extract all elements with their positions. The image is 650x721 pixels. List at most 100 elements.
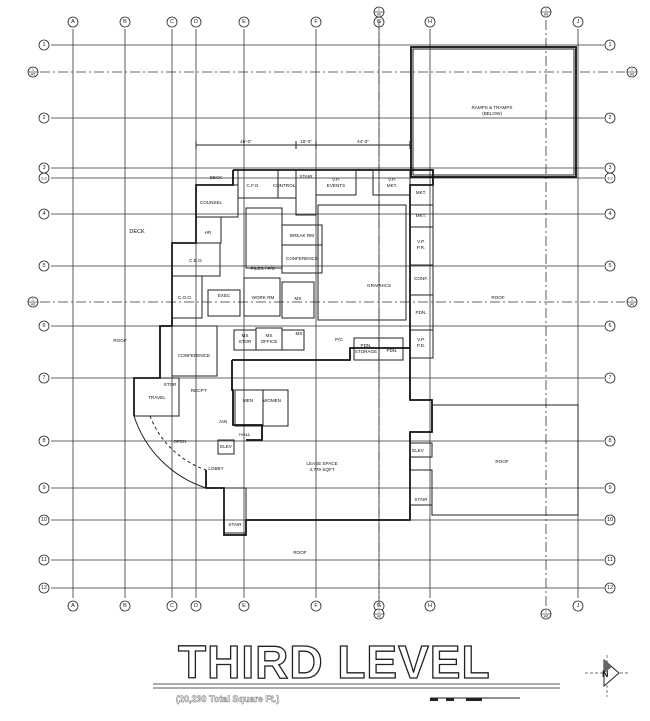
room-pc: P/C [335, 337, 343, 342]
grid-bubble-12 [604, 582, 616, 594]
grid-bubble-5 [38, 260, 50, 272]
room-ms-office-2: OFFICE [261, 339, 278, 344]
grid-label-D: D [194, 603, 198, 609]
room-vp-mkt: V.P. [388, 177, 396, 182]
grid-label-7: 7 [608, 375, 611, 381]
grid-label-12: 12 [41, 585, 47, 591]
room-vp-pr-2: P.R. [417, 245, 425, 250]
room-ms-office: MS [266, 333, 273, 338]
room-vp-pd-2: P.D. [417, 343, 425, 348]
grid-bubble-B [119, 600, 131, 612]
grid-bubble-H [424, 600, 436, 612]
grid-label-C: C [170, 603, 174, 609]
grid-label-8: 8 [608, 438, 611, 444]
grid-bubble-A [67, 16, 79, 28]
building-walls [133, 169, 579, 536]
grid-bubble-8 [604, 435, 616, 447]
grid-label-10: 10 [41, 517, 47, 523]
section-number: 1 [32, 298, 34, 302]
room-reception: RECP'T [191, 388, 208, 393]
grid-bubble-2 [38, 112, 50, 124]
grid-bubble-11 [38, 554, 50, 566]
room-open: OPEN [173, 439, 186, 444]
drawing-subtitle: (20,230 Total Square Ft.) [176, 694, 279, 704]
grid-bubble-E [238, 16, 250, 28]
north-arrow: N [585, 655, 630, 697]
grid-bubble-12 [38, 582, 50, 594]
grid-bubble-2 [604, 112, 616, 124]
room-counsel: COUNSEL [200, 200, 223, 205]
section-number: 1 [545, 8, 547, 12]
grid-bubble-E [238, 600, 250, 612]
grid-label-5: 5 [42, 263, 45, 269]
room-pdn-storage-2: STORAGE [355, 349, 377, 354]
grid-label-E: E [242, 603, 246, 609]
grid-label-1: 1 [42, 42, 45, 48]
grid-label-11: 11 [41, 557, 47, 563]
room-pdn-2: PDN. [387, 348, 398, 353]
section-number: 1 [545, 610, 547, 614]
grid-label-2: 2 [608, 115, 611, 121]
grid-label-4: 4 [42, 211, 45, 217]
room-travel: TRAVEL [148, 395, 166, 400]
section-number: 1 [631, 298, 633, 302]
room-ms-stor-2: STOR [239, 339, 252, 344]
room-janitor: JAN [219, 419, 228, 424]
room-lease-space: LEASE SPACE [306, 461, 337, 466]
room-men: MEN [243, 398, 253, 403]
grid-bubble-5 [604, 260, 616, 272]
room-pdn-storage: PDN. [361, 343, 372, 348]
grid-bubble-4 [38, 208, 50, 220]
grid-bubble-6 [604, 320, 616, 332]
grid-label-8: 8 [42, 438, 45, 444]
grid-label-4: 4 [608, 211, 611, 217]
section-sheet: A6 [544, 615, 548, 619]
ramps-area-inner [412, 48, 575, 176]
roof-left: ROOF [113, 338, 126, 343]
room-control: CONTROL [273, 183, 296, 188]
room-elevator-2: ELEV [412, 448, 425, 453]
section-number: 1 [631, 68, 633, 72]
grid-bubble-H [424, 16, 436, 28]
room-stair-right: STAIR [414, 497, 428, 502]
room-elevator-1: ELEV [220, 444, 233, 449]
grid-bubble-11 [604, 554, 616, 566]
grid-label-6: 6 [608, 323, 611, 329]
grid-bubble-9 [38, 482, 50, 494]
room-vp-events: V.P. [332, 177, 340, 182]
grid-bubble-10 [604, 514, 616, 526]
grid-label-5: 5 [608, 263, 611, 269]
section-number: 1 [378, 610, 380, 614]
grid-label-C: C [170, 19, 174, 25]
ramps-area [410, 46, 577, 178]
grid-bubble-C [166, 16, 178, 28]
grid-bubble-F [310, 16, 322, 28]
grid-label-J: J [577, 603, 580, 609]
grid-bubble-7 [604, 372, 616, 384]
room-files: FILES / P/C [251, 266, 276, 271]
grid-label-F: F [314, 603, 318, 609]
grid-bubble-6 [38, 320, 50, 332]
room-labels: DECK DECK C.F.O. CONTROL STAIR V.P. EVEN… [113, 105, 512, 555]
grid-bubble-F [310, 600, 322, 612]
room-ms-stor: MS [242, 333, 249, 338]
grid-bubble-A [67, 600, 79, 612]
grid-label-12: 12 [607, 585, 613, 591]
grid-label-F: F [314, 19, 318, 25]
grid-bubble-9 [604, 482, 616, 494]
grid-label-9: 9 [42, 485, 45, 491]
section-sheet: A6 [630, 303, 634, 307]
roof-right: ROOF [491, 295, 504, 300]
room-ms-2: MS [296, 331, 303, 336]
grid-bubble-J [572, 600, 584, 612]
room-hr: HR [205, 230, 212, 235]
grid-bubble-1 [38, 39, 50, 51]
ramps-label: RAMPS & TRAMPS [471, 105, 512, 110]
grid-bubble-4 [604, 208, 616, 220]
room-women: WOMEN [263, 398, 281, 403]
section-number: 1 [378, 8, 380, 12]
grid-label-H: H [428, 19, 432, 25]
dimension-left: 46'-0" [240, 139, 252, 144]
